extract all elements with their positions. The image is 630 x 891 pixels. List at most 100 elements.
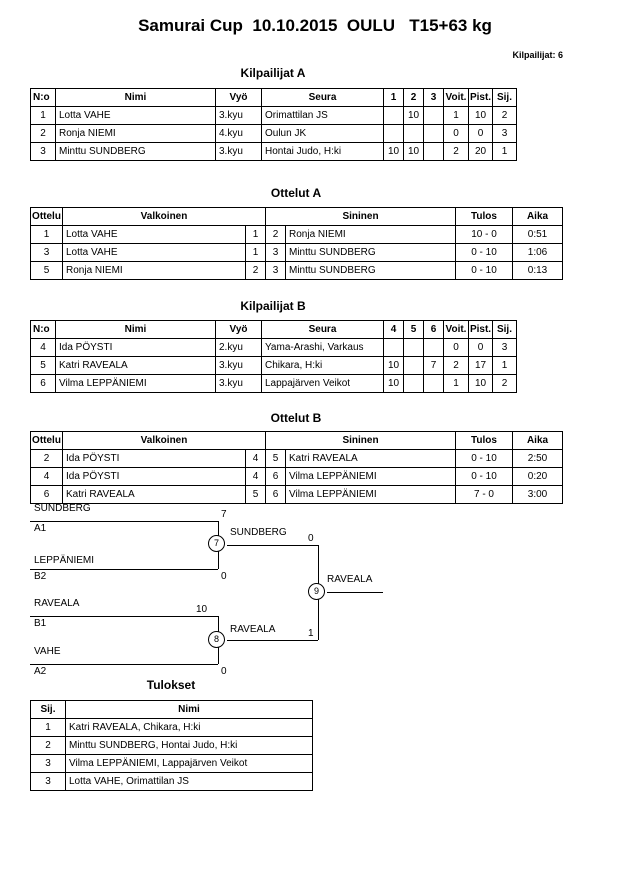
col-header-blue: Sininen <box>265 431 456 450</box>
cell-points: 10 <box>468 106 493 125</box>
cell-points: 17 <box>468 356 493 375</box>
cell-result: 0 - 10 <box>455 449 513 468</box>
col-header-m2: 2 <box>403 88 424 107</box>
cell-white-no: 5 <box>245 485 266 504</box>
cell-time: 0:51 <box>512 225 563 244</box>
cell-m1 <box>383 106 404 125</box>
col-header-wins: Voit. <box>443 88 469 107</box>
cell-m1: 10 <box>383 356 404 375</box>
cell-club: Orimattilan JS <box>261 106 384 125</box>
bracket-line <box>227 640 318 641</box>
cell-m3 <box>423 124 444 143</box>
cell-name: Lotta VAHE, Orimattilan JS <box>65 772 313 791</box>
cell-match-no: 3 <box>30 243 63 262</box>
cell-club: Lappajärven Veikot <box>261 374 384 393</box>
cell-place: 1 <box>492 142 517 161</box>
bracket-line <box>327 592 383 593</box>
cell-no: 5 <box>30 356 56 375</box>
col-header-name: Nimi <box>55 320 216 339</box>
col-header-place: Sij. <box>492 320 517 339</box>
col-header-club: Seura <box>261 320 384 339</box>
cell-time: 0:20 <box>512 467 563 486</box>
col-header-m3: 6 <box>423 320 444 339</box>
col-header-white: Valkoinen <box>62 207 266 226</box>
col-header-belt: Vyö <box>215 320 262 339</box>
cell-m1: 10 <box>383 374 404 393</box>
cell-wins: 2 <box>443 142 469 161</box>
bracket-line <box>227 545 318 546</box>
col-header-blue: Sininen <box>265 207 456 226</box>
cell-blue-name: Vilma LEPPÄNIEMI <box>285 485 456 504</box>
cell-blue-no: 6 <box>265 485 286 504</box>
cell-m2: 10 <box>403 106 424 125</box>
cell-white-name: Ronja NIEMI <box>62 261 246 280</box>
bracket-winner-name: SUNDBERG <box>230 527 287 538</box>
pool-a-table: N:o Nimi Vyö Seura 1 2 3 Voit. Pist. Sij… <box>30 88 517 161</box>
cell-m1 <box>383 124 404 143</box>
cell-time: 1:06 <box>512 243 563 262</box>
cell-m3 <box>423 106 444 125</box>
cell-belt: 2.kyu <box>215 338 262 357</box>
cell-club: Chikara, H:ki <box>261 356 384 375</box>
cell-result: 10 - 0 <box>455 225 513 244</box>
table-row: 1 Lotta VAHE 3.kyu Orimattilan JS 10 1 1… <box>30 106 517 125</box>
matches-a-table: Ottelu Valkoinen Sininen Tulos Aika 1 Lo… <box>30 207 563 280</box>
cell-place: 3 <box>492 338 517 357</box>
pool-b-heading: Kilpailijat B <box>240 299 306 313</box>
table-row: 3 Minttu SUNDBERG 3.kyu Hontai Judo, H:k… <box>30 142 517 161</box>
competitors-count-label: Kilpailijat: 6 <box>512 50 563 60</box>
cell-place: 2 <box>492 106 517 125</box>
col-header-result: Tulos <box>455 431 513 450</box>
cell-white-no: 4 <box>245 467 266 486</box>
bracket-line <box>30 616 218 617</box>
pool-b-table: N:o Nimi Vyö Seura 4 5 6 Voit. Pist. Sij… <box>30 320 517 393</box>
col-header-points: Pist. <box>468 88 493 107</box>
cell-m2 <box>403 356 424 375</box>
cell-wins: 2 <box>443 356 469 375</box>
cell-wins: 1 <box>443 374 469 393</box>
col-header-no: N:o <box>30 88 56 107</box>
cell-name: Lotta VAHE <box>55 106 216 125</box>
cell-white-name: Ida PÖYSTI <box>62 449 246 468</box>
cell-club: Hontai Judo, H:ki <box>261 142 384 161</box>
bracket-score: 0 <box>221 666 227 677</box>
cell-wins: 0 <box>443 338 469 357</box>
cell-blue-name: Vilma LEPPÄNIEMI <box>285 467 456 486</box>
cell-wins: 0 <box>443 124 469 143</box>
cell-club: Oulun JK <box>261 124 384 143</box>
cell-white-name: Ida PÖYSTI <box>62 467 246 486</box>
col-header-m2: 5 <box>403 320 424 339</box>
cell-name: Ida PÖYSTI <box>55 338 216 357</box>
cell-m3 <box>423 374 444 393</box>
cell-place: 3 <box>30 754 66 773</box>
match-number-circle: 9 <box>308 583 325 600</box>
matches-a-heading: Ottelut A <box>270 186 322 200</box>
cell-no: 4 <box>30 338 56 357</box>
table-row: 1 Lotta VAHE 1 2 Ronja NIEMI 10 - 0 0:51 <box>30 225 563 244</box>
cell-points: 20 <box>468 142 493 161</box>
cell-m1 <box>383 338 404 357</box>
cell-match-no: 6 <box>30 485 63 504</box>
bracket-slot-code: A2 <box>34 666 47 677</box>
bracket-score: 10 <box>196 604 208 615</box>
bracket-winner-name: RAVEALA <box>230 624 276 635</box>
cell-white-name: Lotta VAHE <box>62 225 246 244</box>
table-row: 2 Ronja NIEMI 4.kyu Oulun JK 0 0 3 <box>30 124 517 143</box>
bracket-slot-name: RAVEALA <box>34 598 80 609</box>
cell-white-no: 1 <box>245 243 266 262</box>
bracket-winner-name: RAVEALA <box>327 574 373 585</box>
col-header-result: Tulos <box>455 207 513 226</box>
col-header-name: Nimi <box>65 700 313 719</box>
table-row: 3 Vilma LEPPÄNIEMI, Lappajärven Veikot <box>30 754 313 773</box>
results-table: Sij. Nimi 1 Katri RAVEALA, Chikara, H:ki… <box>30 700 313 791</box>
bracket-slot-code: B1 <box>34 618 47 629</box>
cell-match-no: 5 <box>30 261 63 280</box>
col-header-name: Nimi <box>55 88 216 107</box>
cell-m2 <box>403 374 424 393</box>
bracket-line <box>30 664 218 665</box>
col-header-points: Pist. <box>468 320 493 339</box>
cell-result: 0 - 10 <box>455 261 513 280</box>
cell-belt: 3.kyu <box>215 374 262 393</box>
col-header-m3: 3 <box>423 88 444 107</box>
cell-blue-name: Minttu SUNDBERG <box>285 261 456 280</box>
